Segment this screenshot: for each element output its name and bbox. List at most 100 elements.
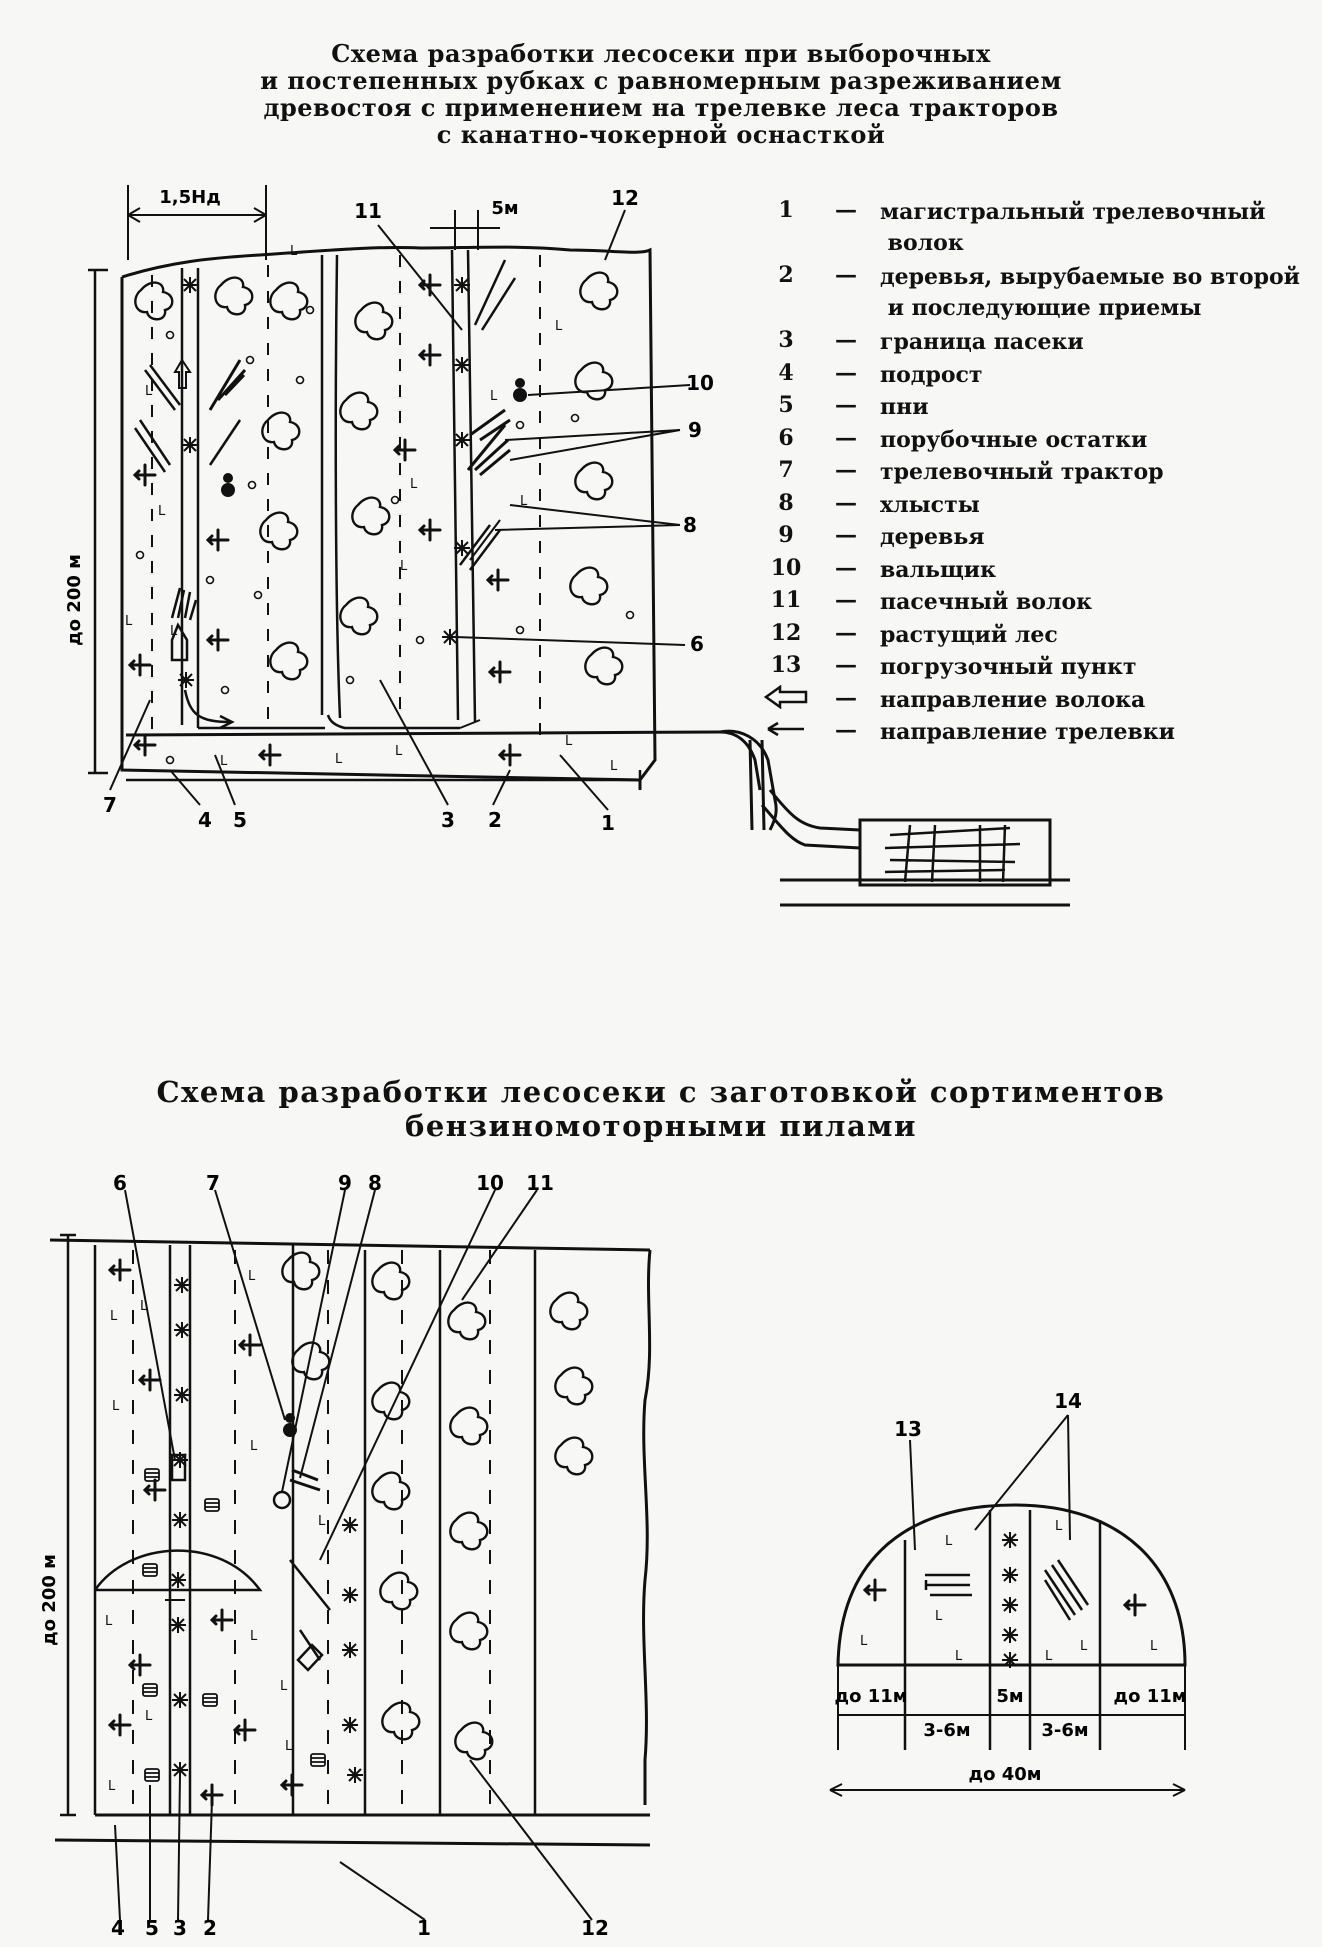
- legend-dash: —: [835, 489, 857, 516]
- callout-13: 13: [894, 1417, 922, 1441]
- callout-2: 2: [488, 808, 502, 832]
- depth-label: до 200 м: [64, 554, 85, 646]
- depth-label-2: до 200 м: [39, 1554, 60, 1646]
- feller-icon: [221, 483, 235, 497]
- svg-text:L: L: [145, 384, 153, 399]
- callout-12: 12: [611, 186, 639, 210]
- legend-dash: —: [835, 197, 857, 223]
- diagram1-title-line: и постепенных рубках с равномерным разре…: [260, 66, 1062, 95]
- legend-text: хлысты: [880, 491, 980, 518]
- legend-dash: —: [835, 359, 857, 386]
- legend-number: 12: [770, 619, 802, 646]
- legend-text: погрузочный пункт: [880, 654, 1137, 680]
- callout-7: 7: [103, 793, 117, 817]
- callout-14: 14: [1054, 1389, 1082, 1413]
- legend-item: 13—погрузочный пункт: [760, 652, 1320, 685]
- callout-6: 6: [690, 632, 704, 656]
- legend-number: 3: [778, 327, 794, 353]
- svg-text:L: L: [410, 477, 418, 492]
- legend-number: 4: [778, 359, 794, 386]
- legend-dash: —: [835, 392, 857, 418]
- svg-text:L: L: [1080, 1639, 1088, 1654]
- legend-number: 7: [778, 457, 794, 483]
- diagram1-drawing: до 200 м 1,5Hд 5м: [64, 185, 1070, 907]
- svg-text:L: L: [335, 752, 343, 767]
- svg-text:L: L: [250, 1439, 258, 1454]
- legend-number: 8: [778, 489, 794, 516]
- legend-item: 4—подрост: [760, 360, 1320, 393]
- svg-text:L: L: [125, 614, 133, 629]
- callout-3: 3: [441, 808, 455, 832]
- callout-12: 12: [581, 1916, 609, 1940]
- dim-mid-right: 3-6м: [1041, 1720, 1088, 1741]
- skid-width-label: 5м: [491, 198, 518, 219]
- legend-dash: —: [835, 684, 857, 711]
- svg-text:L: L: [400, 559, 408, 574]
- svg-text:L: L: [395, 744, 403, 759]
- legend-text: трелевочный трактор: [880, 459, 1164, 485]
- tractor-icon: [170, 622, 189, 662]
- diagram2-title-line: Схема разработки лесосеки с заготовкой с…: [156, 1075, 1166, 1109]
- legend-dash: —: [835, 457, 857, 483]
- legend-text: растущий лес: [880, 621, 1058, 648]
- svg-text:L: L: [955, 1649, 963, 1664]
- legend-item: 6—порубочные остатки: [760, 425, 1320, 458]
- legend-text-cont: волок: [887, 230, 964, 256]
- svg-text:L: L: [1150, 1639, 1158, 1654]
- loading-point: [858, 818, 1052, 887]
- legend-text: деревья, вырубаемые во второй: [880, 264, 1300, 290]
- callout-1: 1: [417, 1916, 431, 1940]
- callout-11: 11: [354, 199, 382, 223]
- callout-1: 1: [601, 811, 615, 835]
- svg-text:L: L: [945, 1534, 953, 1549]
- legend-dash: —: [835, 554, 857, 581]
- svg-text:L: L: [170, 624, 178, 639]
- legend-text: направление трелевки: [880, 719, 1175, 745]
- svg-text:L: L: [860, 1634, 868, 1649]
- dim-right: до 11м: [1114, 1686, 1187, 1707]
- legend: 1 — магистральный трелевочный волок 2 — …: [760, 197, 1320, 750]
- diagram1-title-line: Схема разработки лесосеки при выборочных: [331, 39, 991, 68]
- legend-number: 9: [778, 522, 794, 548]
- legend-item: 8 — хлысты: [760, 490, 1320, 523]
- callout-4: 4: [111, 1916, 125, 1940]
- callout-2: 2: [203, 1916, 217, 1940]
- callout-9: 9: [688, 418, 702, 442]
- legend-number: 13: [770, 652, 802, 678]
- legend-dash: —: [835, 619, 857, 646]
- svg-text:L: L: [1055, 1519, 1063, 1534]
- feller-icon: [513, 388, 527, 402]
- diagram2-title-line: бензиномоторными пилами: [405, 1109, 917, 1143]
- legend-item: 7 — трелевочный трактор: [760, 457, 1320, 490]
- svg-text:L: L: [108, 1779, 116, 1794]
- svg-text:L: L: [610, 759, 618, 774]
- legend-text: деревья: [880, 524, 985, 550]
- legend-item: 2 — деревья, вырубаемые во второй и посл…: [760, 262, 1320, 327]
- legend-item: 10—вальщик: [760, 555, 1320, 588]
- callout-5: 5: [145, 1916, 159, 1940]
- legend-item: — направление трелевки: [760, 717, 1320, 750]
- diagram2-title: Схема разработки лесосеки с заготовкой с…: [0, 1075, 1322, 1143]
- callout-7: 7: [206, 1171, 220, 1195]
- legend-text: пасечный волок: [880, 589, 1093, 615]
- dim-center: 5м: [996, 1686, 1023, 1707]
- dim-left: до 11м: [835, 1686, 908, 1707]
- dim-mid-left: 3-6м: [923, 1720, 970, 1741]
- diagram2-drawing: до 200 м: [39, 1171, 652, 1940]
- legend-text: порубочные остатки: [880, 426, 1148, 453]
- legend-text-cont: и последующие приемы: [887, 295, 1202, 321]
- callout-9: 9: [338, 1171, 352, 1195]
- callout-8: 8: [368, 1171, 382, 1195]
- diagram1-title-line: с канатно-чокерной оснасткой: [436, 120, 886, 149]
- callout-10: 10: [476, 1171, 504, 1195]
- legend-number: 10: [770, 554, 802, 581]
- svg-text:L: L: [105, 1614, 113, 1629]
- legend-dash: —: [835, 587, 857, 613]
- svg-text:L: L: [318, 1514, 326, 1529]
- svg-text:L: L: [248, 1269, 256, 1284]
- svg-text:L: L: [140, 1299, 148, 1314]
- legend-item: 12 — растущий лес: [760, 620, 1320, 653]
- svg-text:L: L: [555, 319, 563, 334]
- tractor-icon: [170, 1453, 187, 1482]
